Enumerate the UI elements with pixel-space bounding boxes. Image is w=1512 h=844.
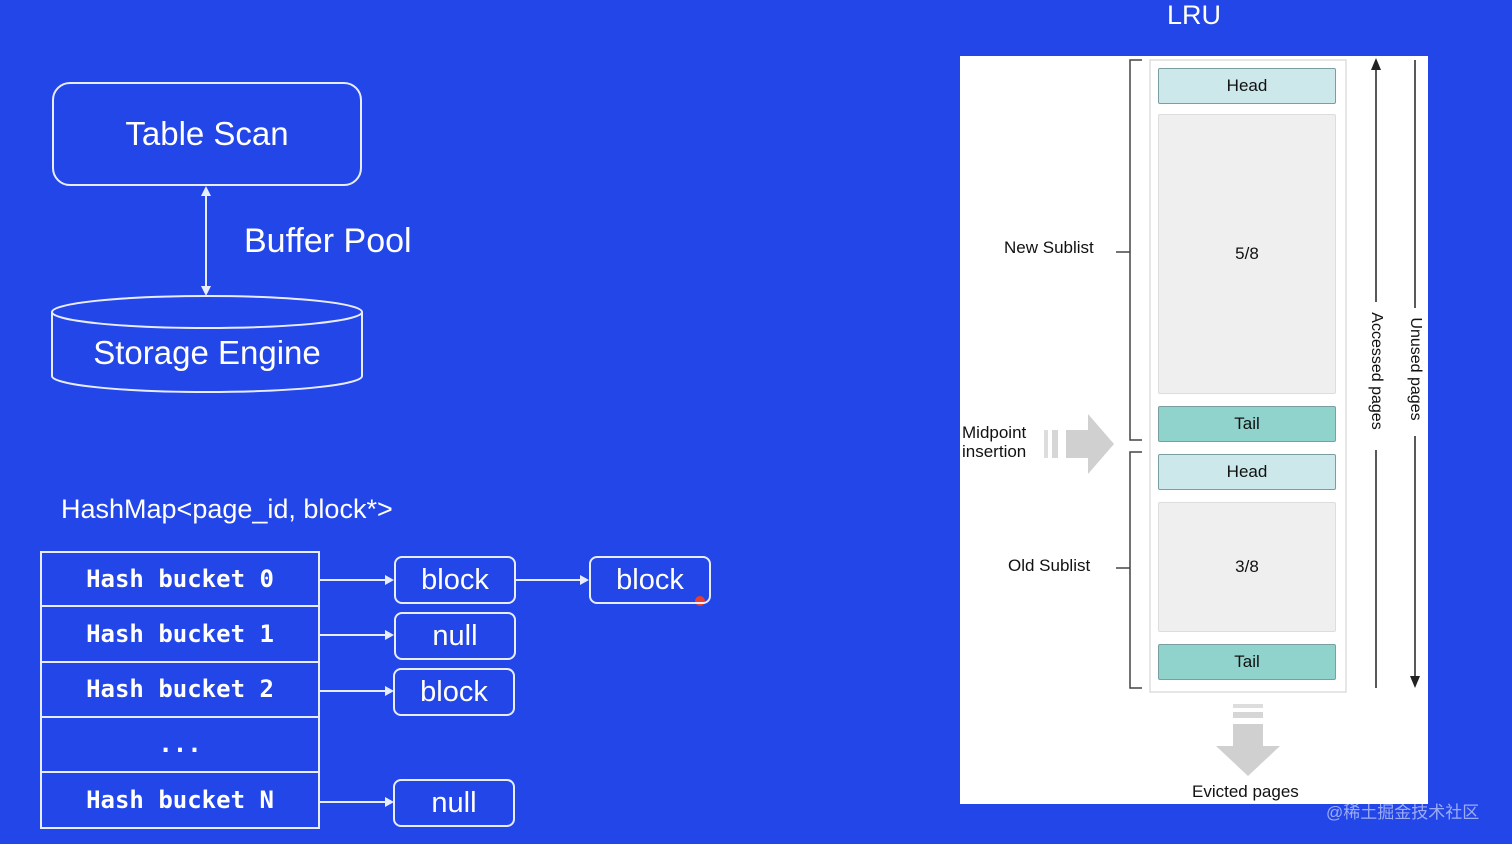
bucketn-null-node: null (393, 779, 515, 827)
hashmap-title: HashMap<page_id, block*> (61, 494, 393, 524)
storage-engine-label: Storage Engine (93, 334, 321, 371)
hash-bucket-1: Hash bucket 1 (40, 607, 320, 663)
new-tail-segment: Tail (1158, 406, 1336, 442)
new-head-segment: Head (1158, 68, 1336, 104)
old-head-segment: Head (1158, 454, 1336, 490)
evicted-pages-label: Evicted pages (1192, 782, 1299, 801)
bucket0-next-block-node: block (589, 556, 711, 604)
old-sublist-body: 3/8 (1158, 502, 1336, 632)
lru-diagram: Head 5/8 Tail Head 3/8 Tail New Sublist … (960, 56, 1428, 804)
unused-pages-label: Unused pages (1407, 317, 1424, 421)
lru-title: LRU (1167, 0, 1222, 30)
watermark: @稀土掘金技术社区 (1326, 803, 1480, 822)
midpoint-label-line2: insertion (962, 442, 1027, 461)
hash-bucket-2: Hash bucket 2 (40, 662, 320, 718)
lru-lines (1044, 58, 1420, 776)
buffer-pool-label: Buffer Pool (244, 222, 412, 260)
old-tail-segment: Tail (1158, 644, 1336, 680)
midpoint-label-line1: Midpoint (962, 423, 1027, 442)
bucket1-null-node: null (394, 612, 516, 660)
new-sublist-label: New Sublist (1004, 238, 1094, 257)
hash-bucket-0: Hash bucket 0 (40, 551, 320, 607)
table-scan-box: Table Scan (52, 82, 362, 186)
bucket2-block-node: block (393, 668, 515, 716)
table-scan-label: Table Scan (125, 115, 289, 152)
bucket0-block-node: block (394, 556, 516, 604)
hash-bucket-ellipsis: ... (40, 717, 320, 773)
old-sublist-label: Old Sublist (1008, 556, 1091, 575)
accessed-pages-label: Accessed pages (1368, 312, 1385, 430)
hash-bucket-n: Hash bucket N (40, 773, 320, 829)
new-sublist-body: 5/8 (1158, 114, 1336, 394)
